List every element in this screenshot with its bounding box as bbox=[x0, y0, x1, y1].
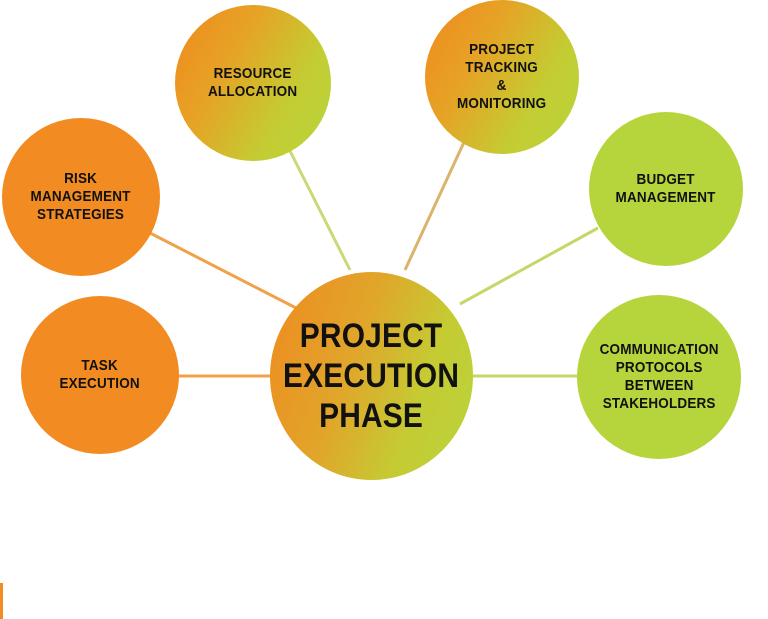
node-label: COMMUNICATION PROTOCOLS BETWEEN STAKEHOL… bbox=[599, 341, 719, 412]
node-risk-management: RISK MANAGEMENT STRATEGIES bbox=[2, 118, 160, 276]
node-task-execution: TASK EXECUTION bbox=[21, 296, 179, 454]
node-label: BUDGET MANAGEMENT bbox=[615, 171, 717, 206]
connector-risk-management bbox=[149, 231, 301, 312]
node-resource-allocation: RESOURCE ALLOCATION bbox=[175, 5, 331, 161]
node-project-tracking: PROJECT TRACKING & MONITORING bbox=[425, 0, 579, 154]
node-label: RISK MANAGEMENT STRATEGIES bbox=[30, 170, 132, 223]
accent-bar bbox=[0, 583, 3, 619]
connector-resource-allocation bbox=[285, 144, 352, 271]
connector-budget-management bbox=[459, 226, 599, 306]
node-label: PROJECT TRACKING & MONITORING bbox=[457, 41, 547, 112]
central-node-project-execution-phase: PROJECT EXECUTION PHASE bbox=[270, 272, 473, 480]
node-budget-management: BUDGET MANAGEMENT bbox=[589, 112, 743, 266]
node-label: TASK EXECUTION bbox=[59, 357, 141, 392]
central-node-label: PROJECT EXECUTION PHASE bbox=[283, 317, 460, 435]
node-label: RESOURCE ALLOCATION bbox=[208, 65, 298, 100]
node-communication-protocols: COMMUNICATION PROTOCOLS BETWEEN STAKEHOL… bbox=[577, 295, 741, 459]
connector-project-tracking bbox=[403, 139, 467, 271]
